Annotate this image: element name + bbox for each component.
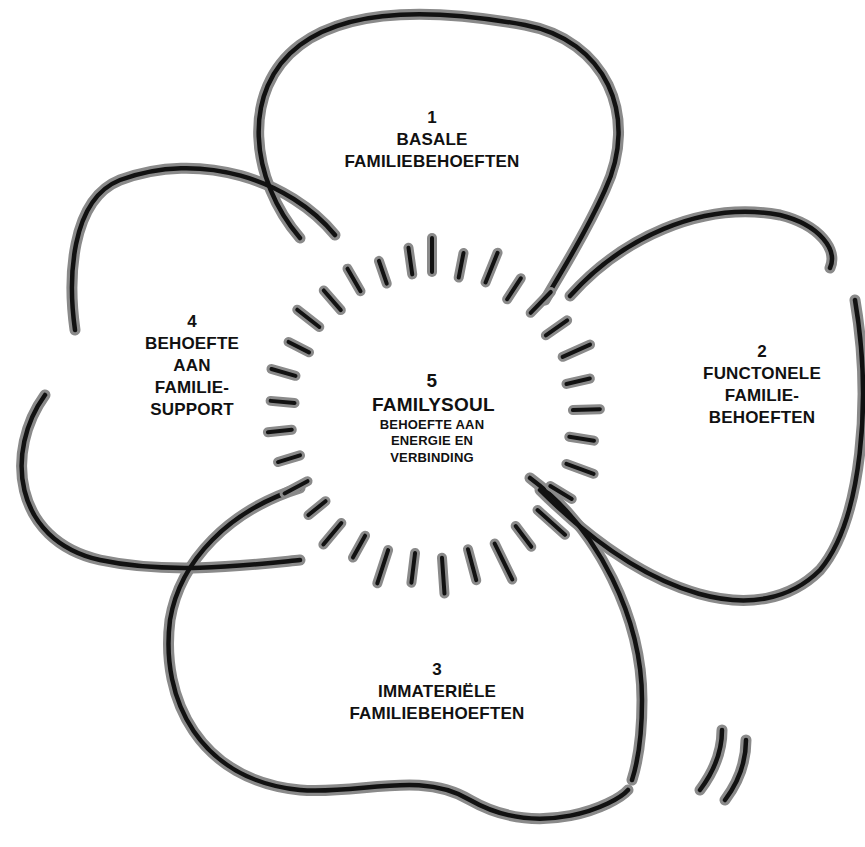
sunburst-rays: [268, 238, 600, 594]
callout-number: 3: [304, 659, 570, 681]
petal-outline-shadow: [22, 14, 863, 818]
center-familysoul: 5FAMILYSOULBEHOEFTE AAN ENERGIE EN VERBI…: [370, 367, 494, 469]
petal-label: BEHOEFTE AAN FAMILIE- SUPPORT: [135, 333, 249, 421]
petal-functional-needs: 2FUNCTONELE FAMILIE- BEHOEFTEN: [692, 339, 832, 431]
petal-immaterial-needs: 3IMMATERIËLE FAMILIEBEHOEFTEN: [302, 657, 572, 727]
petal-label: BASALE FAMILIEBEHOEFTEN: [309, 129, 555, 173]
petal-sublabel: BEHOEFTE AAN ENERGIE EN VERBINDING: [372, 417, 492, 468]
callout-number: 4: [135, 311, 249, 333]
petal-support-needs: 4BEHOEFTE AAN FAMILIE- SUPPORT: [133, 309, 251, 423]
callout-number: 5: [372, 369, 492, 393]
sunburst-shadow: [268, 238, 600, 594]
petal-label: IMMATERIËLE FAMILIEBEHOEFTEN: [304, 681, 570, 725]
petal-label: FAMILYSOUL: [372, 393, 492, 417]
petal-basic-needs: 1BASALE FAMILIEBEHOEFTEN: [307, 105, 557, 175]
callout-number: 2: [694, 341, 830, 363]
petal-outline: [22, 14, 863, 818]
petal-label: FUNCTONELE FAMILIE- BEHOEFTEN: [694, 363, 830, 429]
callout-number: 1: [309, 107, 555, 129]
